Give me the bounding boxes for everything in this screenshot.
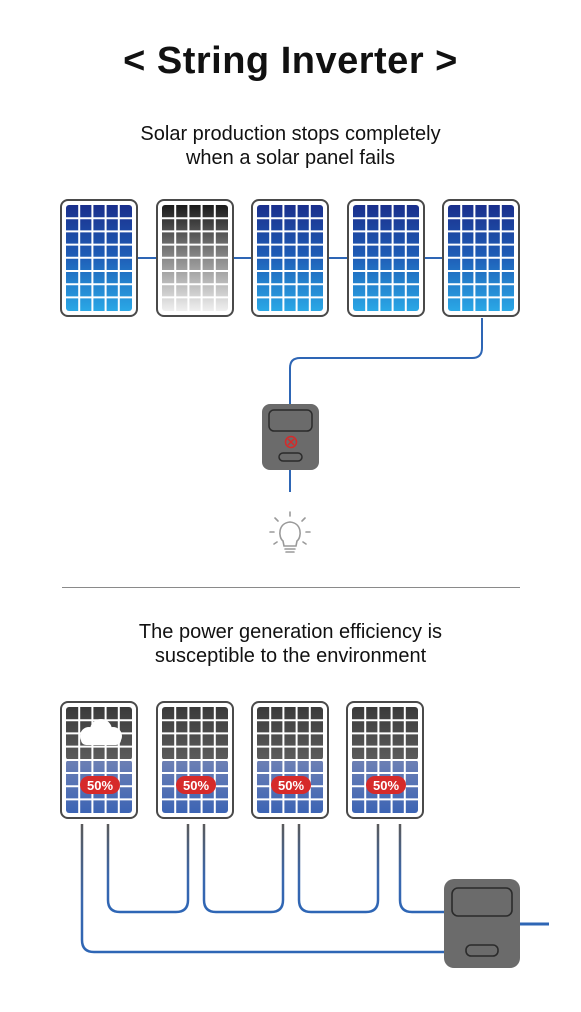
failed-solar-panel bbox=[156, 199, 234, 317]
section1-subtitle-line: when a solar panel fails bbox=[185, 147, 395, 169]
efficiency-badge: 50% bbox=[80, 776, 120, 794]
string-wire bbox=[289, 318, 483, 404]
efficiency-badge: 50% bbox=[366, 776, 406, 794]
section2-subtitle-line: susceptible to the environment bbox=[154, 645, 427, 667]
solar-panel bbox=[442, 199, 520, 317]
efficiency-label: 50% bbox=[278, 778, 304, 793]
shaded-solar-panel bbox=[60, 701, 138, 819]
section2-subtitle-line: The power generation efficiency is bbox=[138, 621, 443, 643]
page-title: < String Inverter > bbox=[123, 40, 458, 82]
solar-panel bbox=[156, 701, 234, 819]
efficiency-label: 50% bbox=[373, 778, 399, 793]
cloud-icon bbox=[80, 719, 122, 745]
solar-panel bbox=[347, 199, 425, 317]
efficiency-label: 50% bbox=[87, 778, 113, 793]
section-divider bbox=[62, 587, 520, 588]
inverter bbox=[444, 879, 520, 968]
section1-subtitle-line: Solar production stops completely bbox=[140, 123, 441, 145]
section1-subtitle: Solar production stops completely when a… bbox=[0, 122, 581, 170]
solar-panel bbox=[346, 701, 424, 819]
solar-panel bbox=[60, 199, 138, 317]
lightbulb-off-icon bbox=[269, 511, 311, 553]
efficiency-badge: 50% bbox=[271, 776, 311, 794]
section2-subtitle: The power generation efficiency is susce… bbox=[0, 620, 581, 668]
efficiency-label: 50% bbox=[183, 778, 209, 793]
string-wires bbox=[80, 824, 446, 954]
error-x-icon bbox=[284, 435, 298, 449]
solar-panel bbox=[251, 199, 329, 317]
efficiency-badge: 50% bbox=[176, 776, 216, 794]
solar-panel bbox=[251, 701, 329, 819]
inverter bbox=[262, 404, 319, 470]
